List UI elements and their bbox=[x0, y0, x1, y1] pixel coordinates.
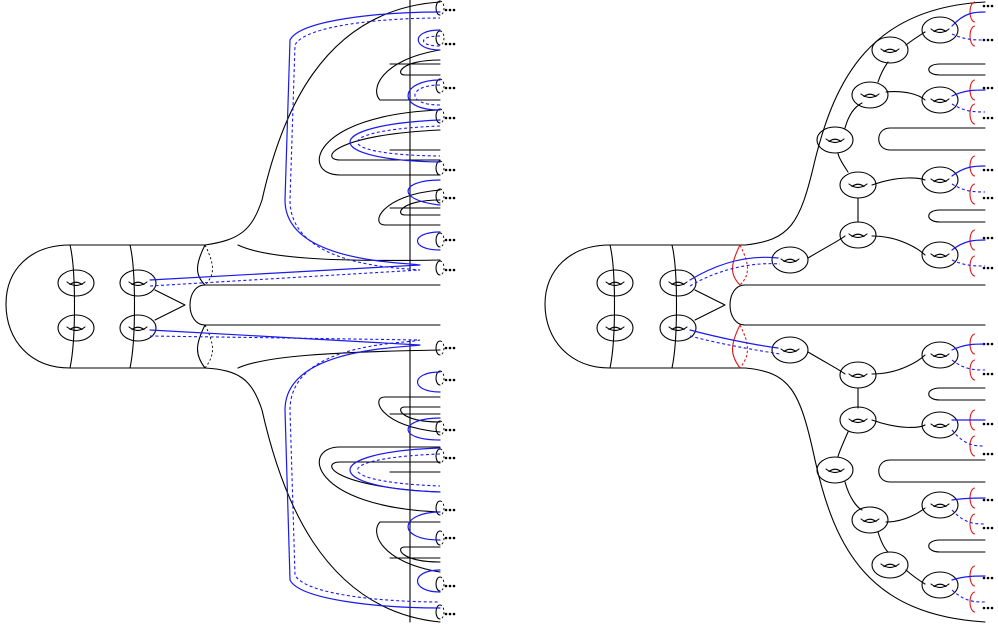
right-outer-boundary bbox=[544, 1, 986, 623]
left-inner-slot bbox=[189, 284, 441, 326]
left-upper-fingers bbox=[237, 0, 441, 271]
left-lower-fingers bbox=[237, 339, 441, 623]
right-ellipsis-dots bbox=[982, 4, 994, 610]
left-tube-ends bbox=[435, 0, 445, 620]
left-blue-curves bbox=[149, 11, 441, 609]
right-blue-curves bbox=[689, 11, 986, 603]
left-ellipsis-dots bbox=[444, 8, 456, 616]
left-surface bbox=[5, 0, 456, 623]
right-red-cuffs bbox=[969, 1, 976, 613]
left-handle-2 bbox=[57, 314, 95, 342]
right-tree-handles bbox=[771, 16, 959, 599]
right-tree-edges bbox=[807, 31, 926, 585]
left-outer-boundary bbox=[5, 1, 441, 623]
left-handle-1 bbox=[57, 269, 95, 297]
left-handle-3 bbox=[119, 269, 157, 297]
right-finger-slots bbox=[878, 63, 986, 553]
left-handle-4 bbox=[119, 314, 157, 342]
right-surface bbox=[544, 1, 994, 623]
